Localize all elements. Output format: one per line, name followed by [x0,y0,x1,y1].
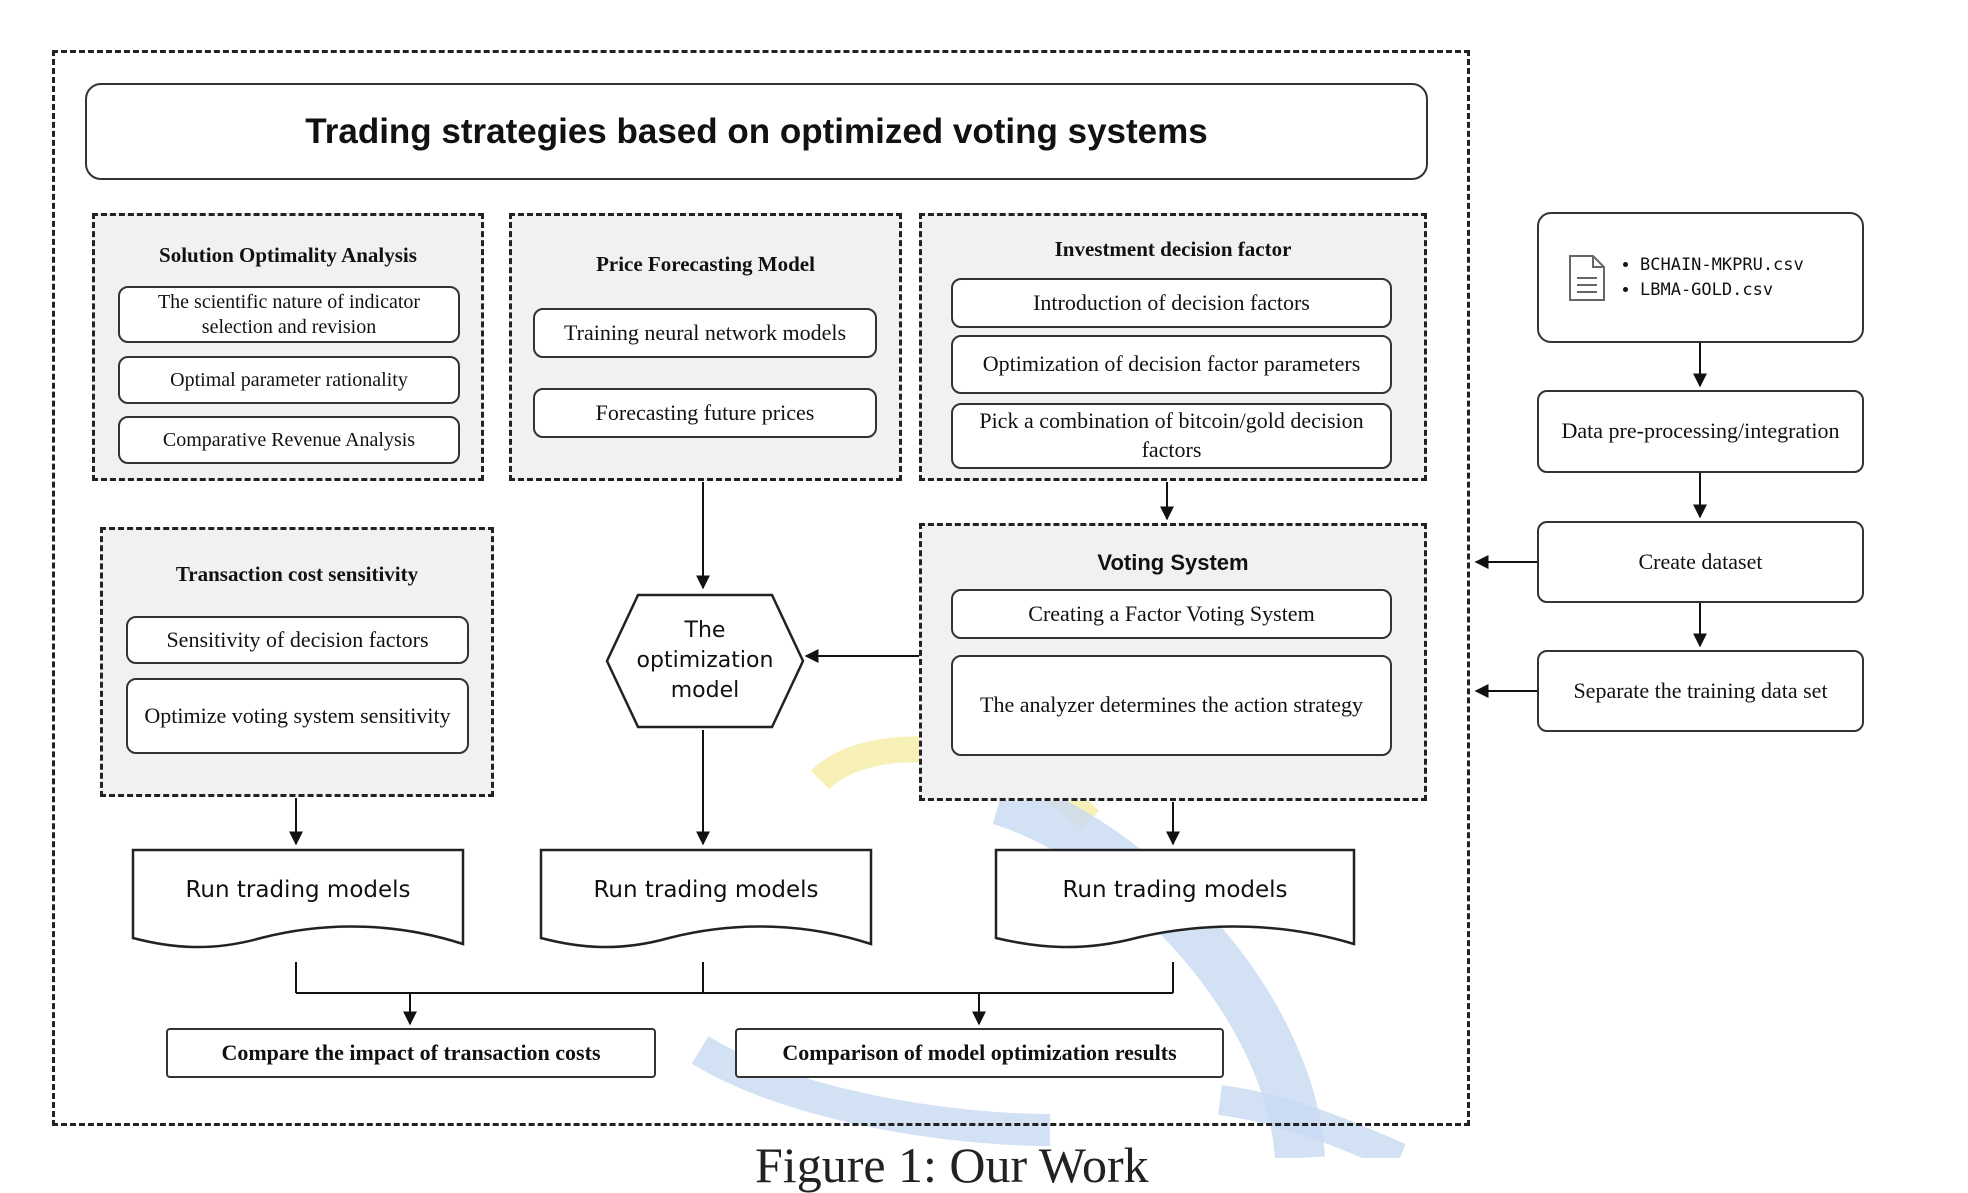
file-icon [1569,255,1605,301]
panel-investment-title: Investment decision factor [1054,237,1292,261]
data-file-gold: LBMA-GOLD.csv [1640,278,1804,303]
result-compare-optimization: Comparison of model optimization results [735,1028,1224,1078]
voting-item-creating: Creating a Factor Voting System [951,589,1392,639]
solution-item-scientific: The scientific nature of indicator selec… [118,286,460,343]
transaction-item-sensitivity: Sensitivity of decision factors [126,616,469,664]
panel-solution-title: Solution Optimality Analysis [159,243,417,267]
panel-price-title: Price Forecasting Model [596,252,815,276]
panel-voting-title: Voting System [1097,550,1249,575]
run-model-shape-right [994,848,1356,949]
optimization-model-hexagon [605,593,805,729]
step-create-dataset: Create dataset [1537,521,1864,603]
outer-frame [52,50,1470,1126]
step-preprocessing: Data pre-processing/integration [1537,390,1864,473]
connector-arrows [289,343,1707,1026]
panel-transaction-title: Transaction cost sensitivity [175,562,419,586]
run-model-shape-center [539,848,873,949]
step-separate-training: Separate the training data set [1537,650,1864,732]
data-file-bitcoin: BCHAIN-MKPRU.csv [1640,253,1804,278]
run-models-right: Run trading models [1062,877,1288,903]
price-item-training: Training neural network models [533,308,877,358]
investment-item-introduction: Introduction of decision factors [951,278,1392,328]
result-compare-transaction-costs: Compare the impact of transaction costs [166,1028,656,1078]
voting-item-analyzer: The analyzer determines the action strat… [951,655,1392,756]
investment-item-optimization: Optimization of decision factor paramete… [951,335,1392,394]
investment-item-combination: Pick a combination of bitcoin/gold decis… [951,403,1392,469]
run-models-left: Run trading models [185,877,411,903]
run-model-shape-left [131,848,465,949]
optimization-model-label: The optimization model [636,618,774,703]
solution-item-parameter: Optimal parameter rationality [118,356,460,404]
transaction-item-optimize: Optimize voting system sensitivity [126,678,469,754]
figure-caption: Figure 1: Our Work [755,1137,1149,1193]
run-models-center: Run trading models [593,877,819,903]
main-title: Trading strategies based on optimized vo… [85,83,1428,180]
data-files-list: BCHAIN-MKPRU.csv LBMA-GOLD.csv [1616,253,1804,302]
solution-item-revenue: Comparative Revenue Analysis [118,416,460,464]
price-item-forecasting: Forecasting future prices [533,388,877,438]
